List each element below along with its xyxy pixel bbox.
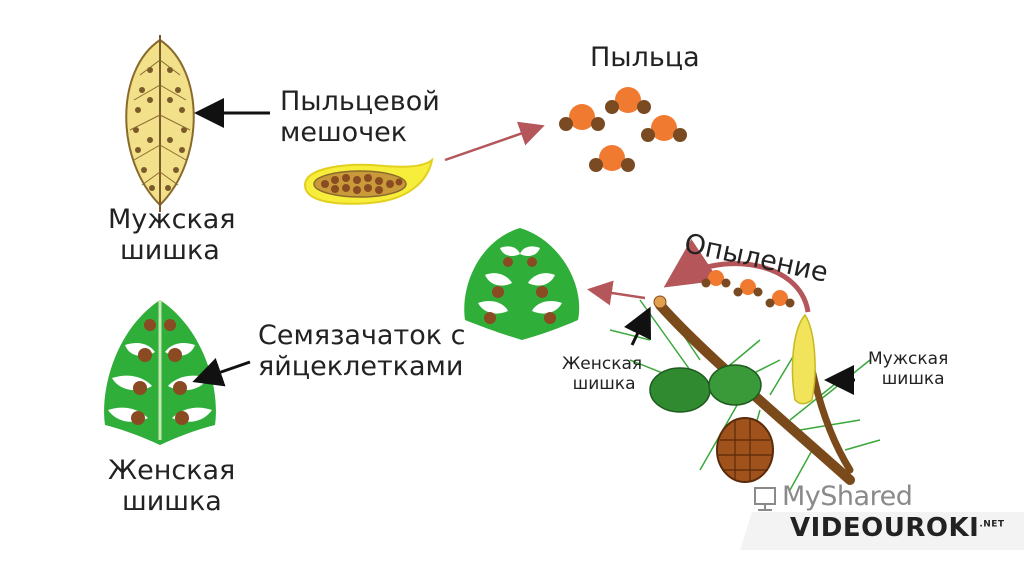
- branch-female-label: Женская шишка: [562, 354, 643, 394]
- watermark-myshared: MyShared: [782, 481, 913, 512]
- female-cone-drawing: [104, 300, 216, 445]
- ovule-arrow: [192, 357, 251, 387]
- watermark-logo-icon: [754, 487, 776, 511]
- fertilization-arrow: [587, 280, 646, 306]
- scale-drawing: [464, 228, 580, 340]
- watermark-band: [740, 512, 1024, 550]
- pollen-sac-label: Пыльцевой мешочек: [280, 86, 440, 149]
- female-cone-label: Женская шишка: [108, 455, 236, 518]
- pollination-arc: [663, 239, 811, 313]
- watermark-videouroki: VIDEOUROKI.NET: [790, 513, 1005, 543]
- male-cone-label: Мужская шишка: [108, 204, 236, 267]
- ovule-label: Семязачаток с яйцеклетками: [258, 320, 466, 383]
- pollen-label: Пыльца: [590, 42, 700, 73]
- pollen-sac-drawing: [303, 157, 434, 205]
- pollen-grains: [559, 87, 687, 172]
- branch-female-arrow: [624, 306, 652, 346]
- pine-branch-drawing: [609, 295, 881, 491]
- branch-male-label: Мужская шишка: [868, 349, 949, 389]
- pollination-grains: [701, 270, 795, 308]
- male-cone-drawing: [125, 35, 195, 212]
- pollen-arrow: [444, 121, 545, 162]
